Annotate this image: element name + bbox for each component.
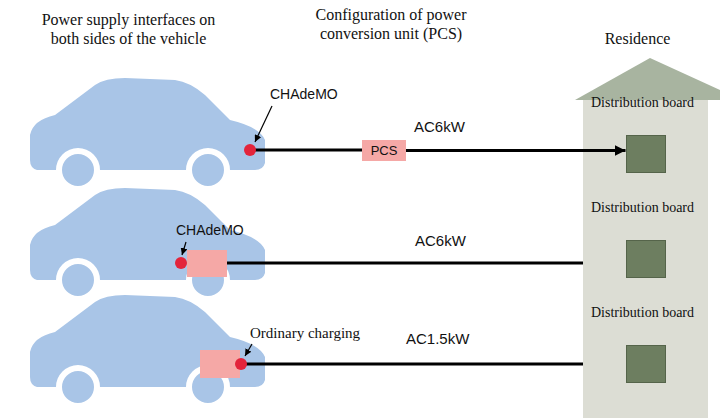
distribution-panel <box>626 345 666 383</box>
car-illustration <box>30 188 265 297</box>
car-body <box>30 78 265 170</box>
power-wire <box>227 262 619 265</box>
node-text: PCS <box>371 143 398 158</box>
connector-label: Ordinary charging <box>250 324 360 342</box>
power-wire <box>252 149 362 152</box>
car-body <box>30 295 265 387</box>
house-wall <box>583 100 708 418</box>
leader-line <box>255 106 272 142</box>
power-line <box>406 149 626 152</box>
node-text: Distribution board <box>580 94 705 111</box>
car-illustration <box>30 295 265 404</box>
car-illustration <box>30 78 265 187</box>
power-rating: AC6kW <box>415 232 466 250</box>
column-heading: Configuration of power conversion unit (… <box>302 5 480 43</box>
interface-dot <box>175 257 187 269</box>
power-wire <box>242 363 619 366</box>
column-heading: Power supply interfaces on both sides of… <box>26 10 231 48</box>
leader-line <box>182 242 186 255</box>
node-text: Distribution board <box>580 304 705 321</box>
power-rating: AC1.5kW <box>406 330 469 348</box>
leader-line <box>245 344 252 356</box>
onboard-pcs <box>200 350 240 378</box>
pcs-box: PCS <box>362 140 406 161</box>
interface-dot <box>244 144 256 156</box>
distribution-board: Distribution board <box>580 92 711 173</box>
node-text: Residence <box>575 30 700 48</box>
residence-house: ResidenceDistribution boardDistribution … <box>575 28 720 418</box>
node-text: Distribution board <box>580 199 705 216</box>
car-wheel <box>191 153 225 187</box>
connector-label: CHAdeMO <box>270 86 338 103</box>
car-wheel <box>61 153 95 187</box>
power-rating: AC6kW <box>414 118 465 136</box>
interface-dot <box>235 358 247 370</box>
car-body <box>30 188 265 280</box>
distribution-panel <box>626 240 666 278</box>
house-roof <box>575 58 720 100</box>
car-wheel <box>61 263 95 297</box>
distribution-panel <box>626 135 666 173</box>
distribution-board: Distribution board <box>580 302 711 383</box>
onboard-pcs <box>187 250 227 277</box>
distribution-board: Distribution board <box>580 197 711 278</box>
car-wheel <box>61 370 95 404</box>
connector-label: CHAdeMO <box>176 222 244 239</box>
